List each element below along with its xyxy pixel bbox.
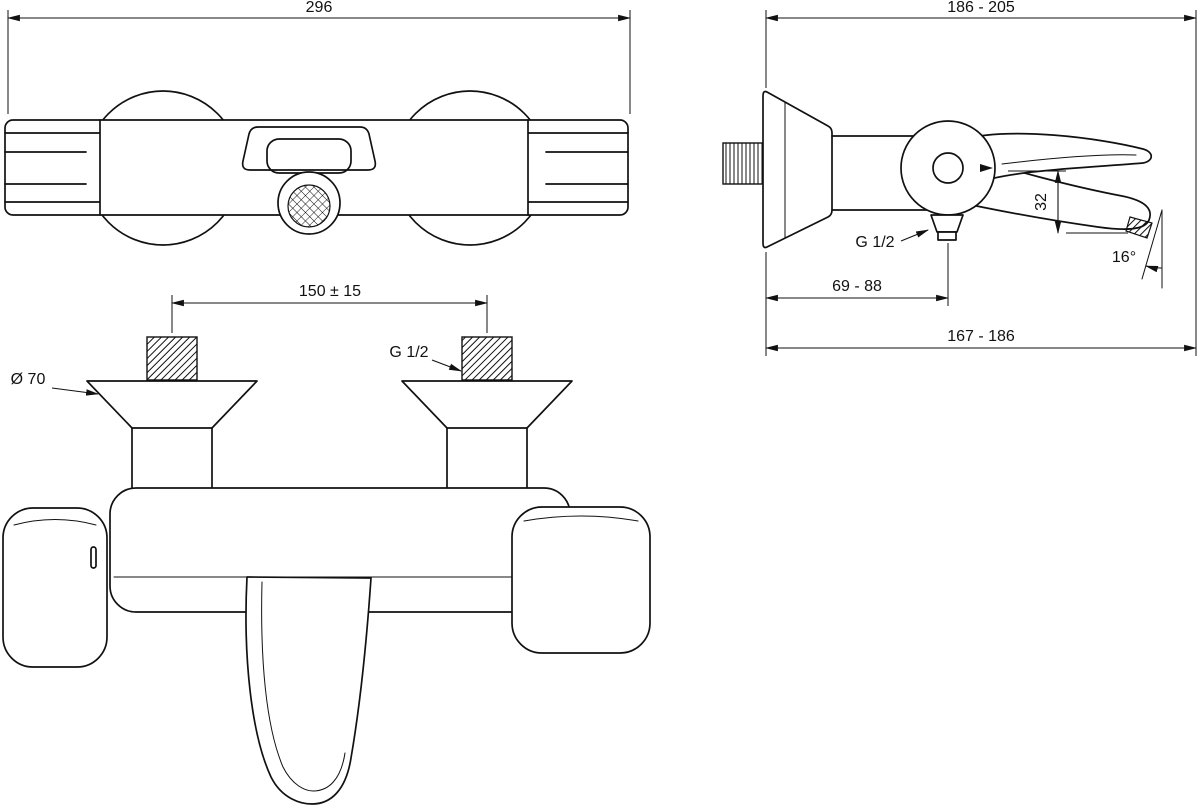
flange-diameter-label: Ø 70 (11, 371, 46, 388)
right-inlet-thread (461, 336, 513, 381)
check-valve-nut (930, 214, 964, 233)
temperature-handle (2, 507, 108, 668)
left-escutcheon-front (86, 380, 258, 429)
thread-side-label: G 1/2 (855, 234, 894, 251)
thread-front-label: G 1/2 (389, 344, 428, 361)
view-top: 296 (4, 0, 632, 246)
view-front: 150 ± 15 G 1/2 Ø 70 (2, 283, 651, 805)
valve-cap (932, 152, 964, 184)
handle-contour-line (13, 519, 97, 526)
aerator-face (287, 184, 331, 228)
indicator-mark (980, 164, 993, 172)
wall-inlet-thread (722, 142, 768, 185)
flange-diameter-leader (51, 387, 100, 396)
check-valve-tail (937, 231, 957, 241)
thread-side-leader (900, 229, 930, 242)
view-side: 16° 32 G 1/2 186 - 205 69 - 88 167 - 186 (722, 0, 1198, 356)
thread-front-leader (431, 359, 463, 372)
angle-16-label: 16° (1112, 249, 1136, 266)
dim-69-88-label: 69 - 88 (832, 278, 882, 295)
flow-handle (511, 506, 651, 654)
connection-columns (131, 427, 528, 489)
safety-button-slot (90, 546, 97, 569)
dim-32-label: 32 (1033, 193, 1050, 211)
lever-handle-side (959, 132, 1153, 185)
spout-top (241, 126, 377, 171)
wall-escutcheon-side (762, 90, 833, 249)
dim-150-label: 150 ± 15 (299, 283, 361, 300)
handle-grip-lines (4, 119, 629, 216)
spout-outlet-aerator (1125, 216, 1153, 239)
right-escutcheon-front (401, 380, 573, 429)
dim-296-label: 296 (306, 0, 333, 16)
spout-inner-contour (261, 581, 346, 792)
lever-contour-line (1001, 154, 1137, 165)
handle-contour-line (523, 515, 639, 522)
spout-front (245, 576, 372, 805)
angle-arc (1144, 265, 1163, 273)
dim-167-186-label: 167 - 186 (947, 328, 1015, 345)
dim-186-205-label: 186 - 205 (947, 0, 1015, 16)
left-inlet-thread (146, 336, 198, 381)
